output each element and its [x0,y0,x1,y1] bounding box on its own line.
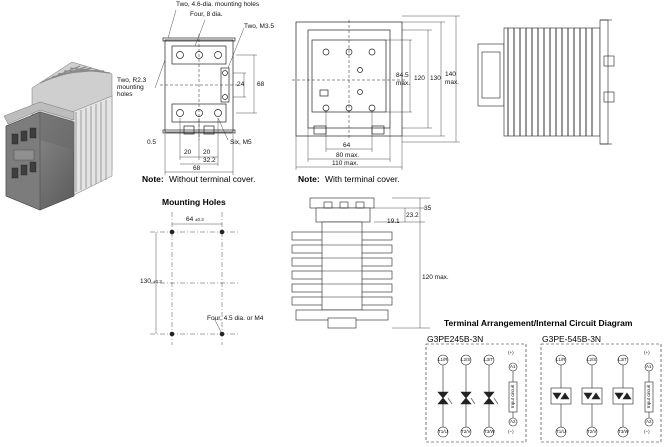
dim-110-max: 110 max. [332,160,359,167]
term-a-t1: T1/U [438,429,448,434]
term-a-t2: T2/V [461,429,471,434]
term-b-t2: T2/V [587,429,597,434]
term-a-a1: A1 [510,364,516,369]
top-view-without-cover [154,9,257,175]
mounting-dim-130: 130 [140,278,151,285]
note-2-text: With terminal cover. [325,174,400,184]
term-b-input-circuit: Input circuit [646,385,651,409]
front-dim-23-2: 23.2 [406,212,419,219]
term-a-l2: L2/S [461,357,471,362]
model-a-label: G3PE245B-3N [427,334,484,344]
product-photo [3,61,113,211]
label-two-mounting-holes: Two, 4.6-dia. mounting holes [176,1,260,8]
dim-140: 140 [445,71,456,78]
mounting-tol-130: ±0.3 [153,279,162,284]
label-two-m35: Two, M3.5 [244,23,274,30]
term-a-minus: (−) [508,429,514,434]
label-four-8-dia: Four, 8 dia. [190,11,223,18]
model-b-label: G3PE-545B-3N [542,334,602,344]
dim-32-2: 32.2 [203,157,216,164]
dim-20-b: 20 [203,149,211,156]
label-mounting: mounting [117,84,144,91]
term-a-input-circuit: Input circuit [510,385,515,409]
term-a-t3: T3/W [484,429,495,434]
term-b-minus: (−) [644,429,650,434]
dim-84-5-max: max. [396,80,411,87]
front-heatsink-view [291,197,430,329]
front-dim-19-1: 19.1 [387,218,400,225]
circuit-diagram-b [540,343,662,443]
circuit-diagram-a [425,343,527,443]
front-dim-120-max: 120 max. [422,274,449,281]
term-b-l2: L2/S [587,357,597,362]
label-six-m5: Six, M5 [230,139,252,146]
side-view [477,19,615,145]
term-a-l3: L3/T [484,357,494,362]
term-b-l3: L3/T [618,357,628,362]
dim-80-max: 80 max. [336,152,360,159]
mounting-holes-drawing [150,212,240,345]
term-b-plus: (+) [644,350,650,355]
term-b-a1: A1 [646,364,652,369]
dim-140-max: max. [445,79,460,86]
mounting-holes-title: Mounting Holes [162,197,226,207]
mounting-tol-64: ±0.3 [195,217,204,222]
term-a-a2: A2 [510,419,516,424]
dim-68-vertical: 68 [257,81,265,88]
term-b-l1: L1/R [556,357,566,362]
mounting-dim-64: 64 [186,216,194,223]
label-holes: holes [117,91,133,98]
dim-24: 24 [237,81,245,88]
term-b-a2: A2 [646,419,652,424]
term-b-t1: T1/U [556,429,566,434]
note-1-bold: Note: [142,174,164,184]
dim-0-5: 0.5 [147,139,157,146]
term-a-l1: L1/R [438,357,448,362]
label-two-r23: Two, R2.3 [117,77,147,84]
dim-20-a: 20 [184,149,192,156]
front-dim-35: 35 [424,205,432,212]
note-2-bold: Note: [298,174,320,184]
note-1-text: Without terminal cover. [169,174,256,184]
term-a-plus: (+) [508,350,514,355]
dim-64: 64 [343,142,351,149]
mounting-four-holes: Four, 4.5 dia. or M4 [207,315,264,322]
terminal-title: Terminal Arrangement/Internal Circuit Di… [444,318,633,328]
term-b-t3: T3/W [618,429,629,434]
dim-130: 130 [430,75,441,82]
dim-120: 120 [414,75,425,82]
dim-68-horizontal: 68 [193,165,201,172]
dim-84-5: 84.5 [396,72,409,79]
top-view-with-cover [292,15,460,170]
